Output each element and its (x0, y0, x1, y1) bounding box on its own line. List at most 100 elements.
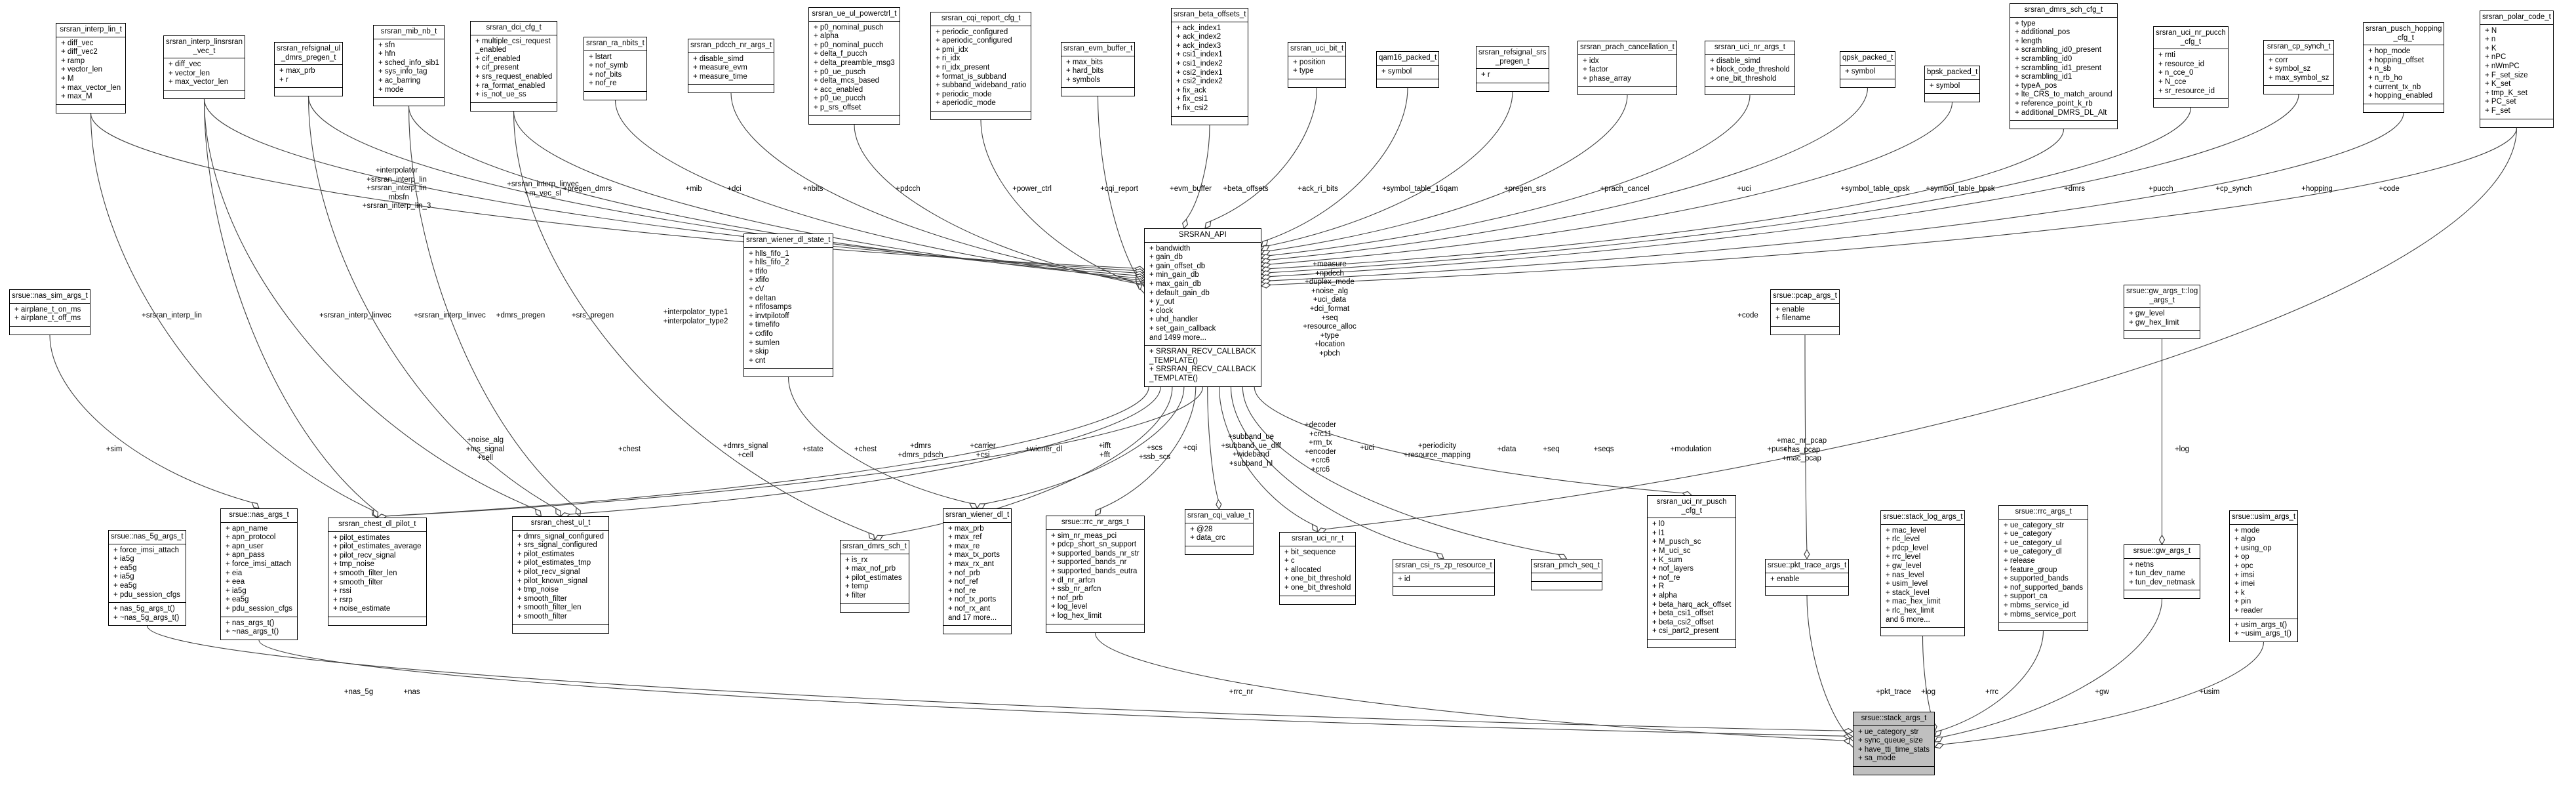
class-box-refsignal-srs[interactable]: srsran_refsignal_srs _pregen_t+ r (1476, 46, 1549, 92)
composition-diamond (1934, 729, 1942, 737)
class-box-uci-nr-pucch-cfg[interactable]: srsran_uci_nr_pucch _cfg_t+ rnti+ resour… (2153, 26, 2229, 108)
class-box-ue-ul-powerctrl[interactable]: srsran_ue_ul_powerctrl_t+ p0_nominal_pus… (808, 7, 900, 125)
class-title: srsran_cqi_report_cfg_t (931, 12, 1031, 26)
attribute: + invtpilotoff (749, 312, 789, 320)
class-title: srsue::usim_args_t (2230, 511, 2298, 525)
class-box-evm-buffer[interactable]: srsran_evm_buffer_t+ max_bits+ hard_bits… (1061, 42, 1136, 97)
class-box-prach-cancel[interactable]: srsran_prach_cancellation_t+ idx+ factor… (1577, 41, 1677, 96)
attribute: + symbols (1066, 75, 1101, 84)
class-box-pkt-trace[interactable]: srsue::pkt_trace_args_t+ enable (1765, 559, 1850, 596)
class-box-qam16[interactable]: qam16_packed_t+ symbol (1376, 51, 1440, 89)
class-box-csi-rs-zp[interactable]: srsran_csi_rs_zp_resource_t+ id (1393, 559, 1495, 596)
attribute: + ue_category_str (1858, 727, 1919, 736)
attribute: + pilot_estimates (845, 573, 902, 582)
edge-label: +dmrs_signal +cell (723, 442, 768, 459)
method-list (2124, 590, 2200, 598)
composition-edge (1804, 335, 1808, 550)
class-box-chest-dl-pilot[interactable]: srsran_chest_dl_pilot_t+ pilot_estimates… (328, 518, 427, 626)
class-box-beta-offsets[interactable]: srsran_beta_offsets_t+ ack_index1+ ack_i… (1171, 8, 1249, 125)
class-box-uci-nr-pusch[interactable]: srsran_uci_nr_pusch _cfg_t+ l0+ l1+ M_pu… (1647, 495, 1737, 648)
class-box-ra-nbits[interactable]: srsran_ra_nbits_t+ lstart+ nof_symb+ nof… (584, 37, 647, 100)
class-box-dmrs-sch[interactable]: srsran_dmrs_sch_t+ is_rx+ max_nof_prb+ p… (840, 540, 909, 613)
class-box-polar-code[interactable]: srsran_polar_code_t+ N+ n+ K+ nPC+ nWmPC… (2480, 10, 2554, 128)
edge-label: +mac_nr_pcap +nas_pcap +mac_pcap (1776, 437, 1827, 463)
attribute: + delta_preamble_msg3 (814, 58, 895, 67)
attribute: + fix_ack (1176, 86, 1206, 94)
method-list (1999, 622, 2088, 630)
class-box-pcap-args[interactable]: srsue::pcap_args_t+ enable+ filename (1770, 289, 1840, 335)
class-box-interp-lin[interactable]: srsran_interp_lin_t+ diff_vec+ diff_vec2… (56, 23, 127, 113)
attribute: + delta_f_pucch (814, 50, 867, 58)
class-title: srsue::nas_sim_args_t (10, 290, 90, 304)
class-box-qpsk[interactable]: qpsk_packed_t+ symbol (1840, 51, 1896, 89)
class-box-gw-log-args[interactable]: srsue::gw_args_t::log _args_t+ gw_level+… (2124, 285, 2201, 340)
class-box-bpsk[interactable]: bpsk_packed_t+ symbol (1924, 66, 1981, 103)
method-list (1393, 587, 1494, 595)
class-box-usim-args[interactable]: srsue::usim_args_t+ mode+ algo+ using_op… (2229, 510, 2299, 642)
edge-label: +srsran_interp_linvec (319, 312, 391, 319)
class-box-mib-nb[interactable]: srsran_mib_nb_t+ sfn+ hfn+ sched_info_si… (373, 25, 445, 107)
composition-edge (1269, 94, 1628, 251)
attribute: + resource_id (2158, 60, 2204, 68)
attribute: + feature_group (2004, 565, 2057, 574)
attribute: + bandwidth (1149, 244, 1191, 253)
class-box-gw-args[interactable]: srsue::gw_args_t+ netns+ tun_dev_name+ t… (2124, 544, 2200, 600)
class-box-interp-linsrsran[interactable]: srsran_interp_linsrsran _vec_t+ diff_vec… (163, 35, 245, 99)
edge-label: +usim (2199, 688, 2220, 696)
class-box-stack-args[interactable]: srsue::stack_args_t+ ue_category_str+ sy… (1853, 712, 1935, 775)
attribute: + tfifo (749, 267, 768, 275)
attribute: + temp (845, 582, 869, 591)
class-box-stack-log-args[interactable]: srsue::stack_log_args_t+ mac_level+ rlc_… (1880, 510, 1966, 637)
attribute-list: + max_bits+ hard_bits+ symbols (1061, 56, 1135, 89)
attribute-list: + diff_vec+ diff_vec2+ ramp+ vector_len+… (56, 37, 126, 105)
class-box-dci-cfg[interactable]: srsran_dci_cfg_t+ multiple_csi_request _… (470, 21, 558, 112)
attribute: + max_gain_db (1149, 279, 1201, 288)
attribute: + max_prb (948, 524, 984, 533)
attribute: + hopping_offset (2368, 56, 2425, 64)
attribute: + measure_time (693, 72, 747, 81)
attribute: + ssb_nr_arfcn (1051, 585, 1101, 594)
method-list (688, 85, 774, 92)
class-box-dmrs-sch-cfg[interactable]: srsran_dmrs_sch_cfg_t+ type+ additional_… (2010, 3, 2118, 130)
attribute-list: + mode+ algo+ using_op+ op+ opc+ imsi+ i… (2230, 525, 2298, 619)
composition-edge (1267, 87, 1408, 241)
composition-edge (614, 100, 1136, 280)
class-box-wiener-state[interactable]: srsran_wiener_dl_state_t+ hlls_fifo_1+ h… (743, 234, 833, 378)
class-box-srsran-api[interactable]: SRSRAN_API+ bandwidth+ gain_db+ gain_off… (1144, 228, 1261, 387)
class-box-nas-5g-args[interactable]: srsue::nas_5g_args_t+ force_imsi_attach+… (108, 530, 186, 626)
class-box-rrc-args[interactable]: srsue::rrc_args_t+ ue_category_str+ ue_c… (1998, 505, 2089, 632)
method-list (2264, 86, 2333, 94)
method-list (374, 98, 444, 106)
edge-label: +symbol_table_bpsk (1926, 185, 1995, 193)
attribute: + csi2_index2 (1176, 77, 1223, 86)
class-box-pusch-hopping[interactable]: srsran_pusch_hopping _cfg_t+ hop_mode+ h… (2363, 22, 2445, 113)
class-box-wiener-dl[interactable]: srsran_wiener_dl_t+ max_prb+ max_ref+ ma… (943, 508, 1012, 635)
edge-label: +pusch (1767, 445, 1792, 453)
composition-edge (513, 111, 869, 533)
class-box-pdcch-nr-args[interactable]: srsran_pdcch_nr_args_t+ disable_simd+ me… (688, 39, 775, 94)
class-box-rrc-nr-args[interactable]: srsue::rrc_nr_args_t+ sim_nr_meas_pci+ p… (1046, 516, 1145, 633)
method-list (744, 369, 833, 377)
class-title: srsran_cp_synch_t (2264, 41, 2334, 54)
attribute: + mac_level (1886, 526, 1926, 535)
method-list (164, 91, 245, 98)
class-box-chest-ul[interactable]: srsran_chest_ul_t+ dmrs_signal_configure… (512, 516, 610, 634)
attribute: + enable (1770, 575, 1800, 583)
attribute-list: + ue_category_str+ sync_queue_size+ have… (1853, 726, 1934, 767)
method-list (1771, 327, 1839, 335)
attribute: + reference_point_k_rb (2015, 99, 2093, 108)
class-box-nas-args[interactable]: srsue::nas_args_t+ apn_name+ apn_protoco… (220, 508, 298, 640)
class-box-cqi-value[interactable]: srsran_cqi_value_t+ @28+ data_crc (1185, 509, 1254, 555)
class-box-cp-synch[interactable]: srsran_cp_synch_t+ corr+ symbol_sz+ max_… (2263, 40, 2335, 95)
class-box-nas-sim-args[interactable]: srsue::nas_sim_args_t+ airplane_t_on_ms+… (9, 289, 90, 335)
class-box-cqi-report-cfg[interactable]: srsran_cqi_report_cfg_t+ periodic_config… (930, 12, 1032, 120)
class-box-refsignal-ul-dmrs[interactable]: srsran_refsignal_ul _dmrs_pregen_t+ max_… (274, 42, 344, 97)
class-box-uci-nr-args[interactable]: srsran_uci_nr_args_t+ disable_simd+ bloc… (1705, 41, 1795, 96)
edge-label: +carrier +csi (970, 442, 996, 459)
method-list (471, 103, 557, 111)
edge-label: +srsran_interp_linvec +m_vec_sl (507, 180, 579, 197)
class-box-pmch-seq[interactable]: srsran_pmch_seq_t (1531, 559, 1602, 590)
class-box-uci-bit[interactable]: srsran_uci_bit_t+ position+ type (1288, 42, 1347, 88)
attribute: + srs_request_enabled (475, 72, 553, 81)
class-box-uci-nr[interactable]: srsran_uci_nr_t+ bit_sequence+ c+ alloca… (1279, 532, 1357, 605)
